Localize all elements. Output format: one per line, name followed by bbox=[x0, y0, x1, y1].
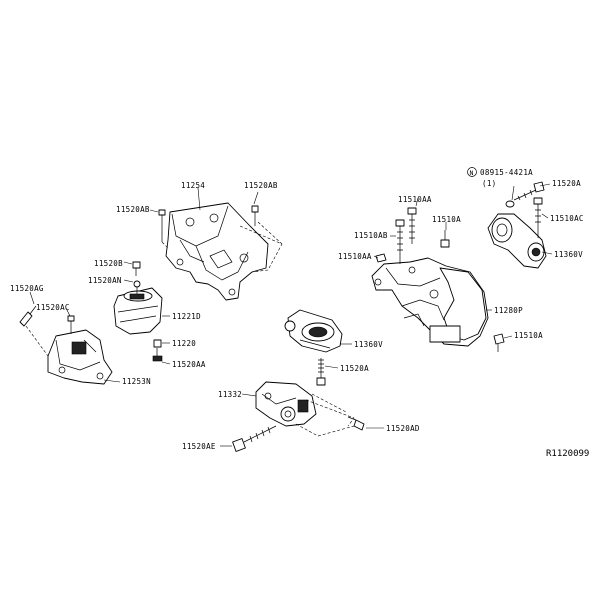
label-11360v-right: 11360V bbox=[554, 250, 583, 259]
label-11520a-right: 11520A bbox=[552, 179, 581, 188]
mount-11360v bbox=[284, 309, 343, 353]
bolt-11520ab-top bbox=[251, 191, 259, 226]
bracket-11253n bbox=[47, 329, 113, 385]
label-11520ab-left: 11520AB bbox=[116, 205, 150, 214]
bolt-11510aa bbox=[407, 207, 417, 244]
part-labels: 11254 11520AB 11520AB 11520B 11520AN 112… bbox=[10, 167, 584, 451]
bolt-11510a-upper bbox=[440, 230, 450, 248]
bolt-11520a-mid bbox=[316, 358, 326, 386]
label-11520ac: 11520AC bbox=[36, 303, 70, 312]
label-11510aa-left: 11510AA bbox=[338, 252, 372, 261]
bracket-11254 bbox=[165, 202, 269, 301]
label-11510a-upper: 11510A bbox=[432, 215, 461, 224]
label-11510aa: 11510AA bbox=[398, 195, 432, 204]
svg-text:N: N bbox=[470, 169, 474, 177]
mount-11221d bbox=[113, 280, 163, 335]
label-11254: 11254 bbox=[181, 181, 205, 190]
label-11510ab: 11510AB bbox=[354, 231, 388, 240]
bolt-11520a-right bbox=[505, 181, 545, 208]
label-11360v: 11360V bbox=[354, 340, 383, 349]
label-11520ag: 11520AG bbox=[10, 284, 44, 293]
label-11510ac: 11510AC bbox=[550, 214, 584, 223]
label-11520a-mid: 11520A bbox=[340, 364, 369, 373]
label-11520ad: 11520AD bbox=[386, 424, 420, 433]
label-11520ae: 11520AE bbox=[182, 442, 216, 451]
label-11253n: 11253N bbox=[122, 377, 151, 386]
diagram-reference-number: R1120099 bbox=[546, 449, 589, 459]
label-11520aa-left: 11520AA bbox=[172, 360, 206, 369]
label-11332: 11332 bbox=[218, 390, 242, 399]
torque-rod-11360v bbox=[487, 213, 547, 269]
bolt-11510ac bbox=[533, 197, 543, 238]
nut-11510aa-left bbox=[375, 253, 387, 263]
label-11520b: 11520B bbox=[94, 259, 123, 268]
label-11520ab-top: 11520AB bbox=[244, 181, 278, 190]
bracket-11280p bbox=[371, 257, 489, 347]
label-qty: (1) bbox=[482, 179, 496, 188]
bolt-11520ae bbox=[232, 425, 277, 452]
bracket-11332 bbox=[255, 381, 317, 427]
label-11220: 11220 bbox=[172, 339, 196, 348]
circled-n-symbol: N bbox=[467, 167, 477, 177]
label-11280p: 11280P bbox=[494, 306, 523, 315]
label-11520an: 11520AN bbox=[88, 276, 122, 285]
washer-11220 bbox=[152, 339, 163, 362]
label-08915: 08915-4421A bbox=[480, 168, 533, 177]
nut-11520b bbox=[132, 261, 141, 276]
label-11510a-lower: 11510A bbox=[514, 331, 543, 340]
label-11221d: 11221D bbox=[172, 312, 201, 321]
leader-lines bbox=[29, 183, 553, 447]
bolt-11520ab-left bbox=[158, 209, 169, 249]
bolt-11520ag bbox=[19, 305, 49, 357]
bolt-11520ac bbox=[67, 315, 75, 334]
bolt-11510a-lower bbox=[493, 333, 505, 352]
bolt-11510ab bbox=[395, 219, 405, 264]
bolt-11520ad bbox=[347, 416, 365, 431]
